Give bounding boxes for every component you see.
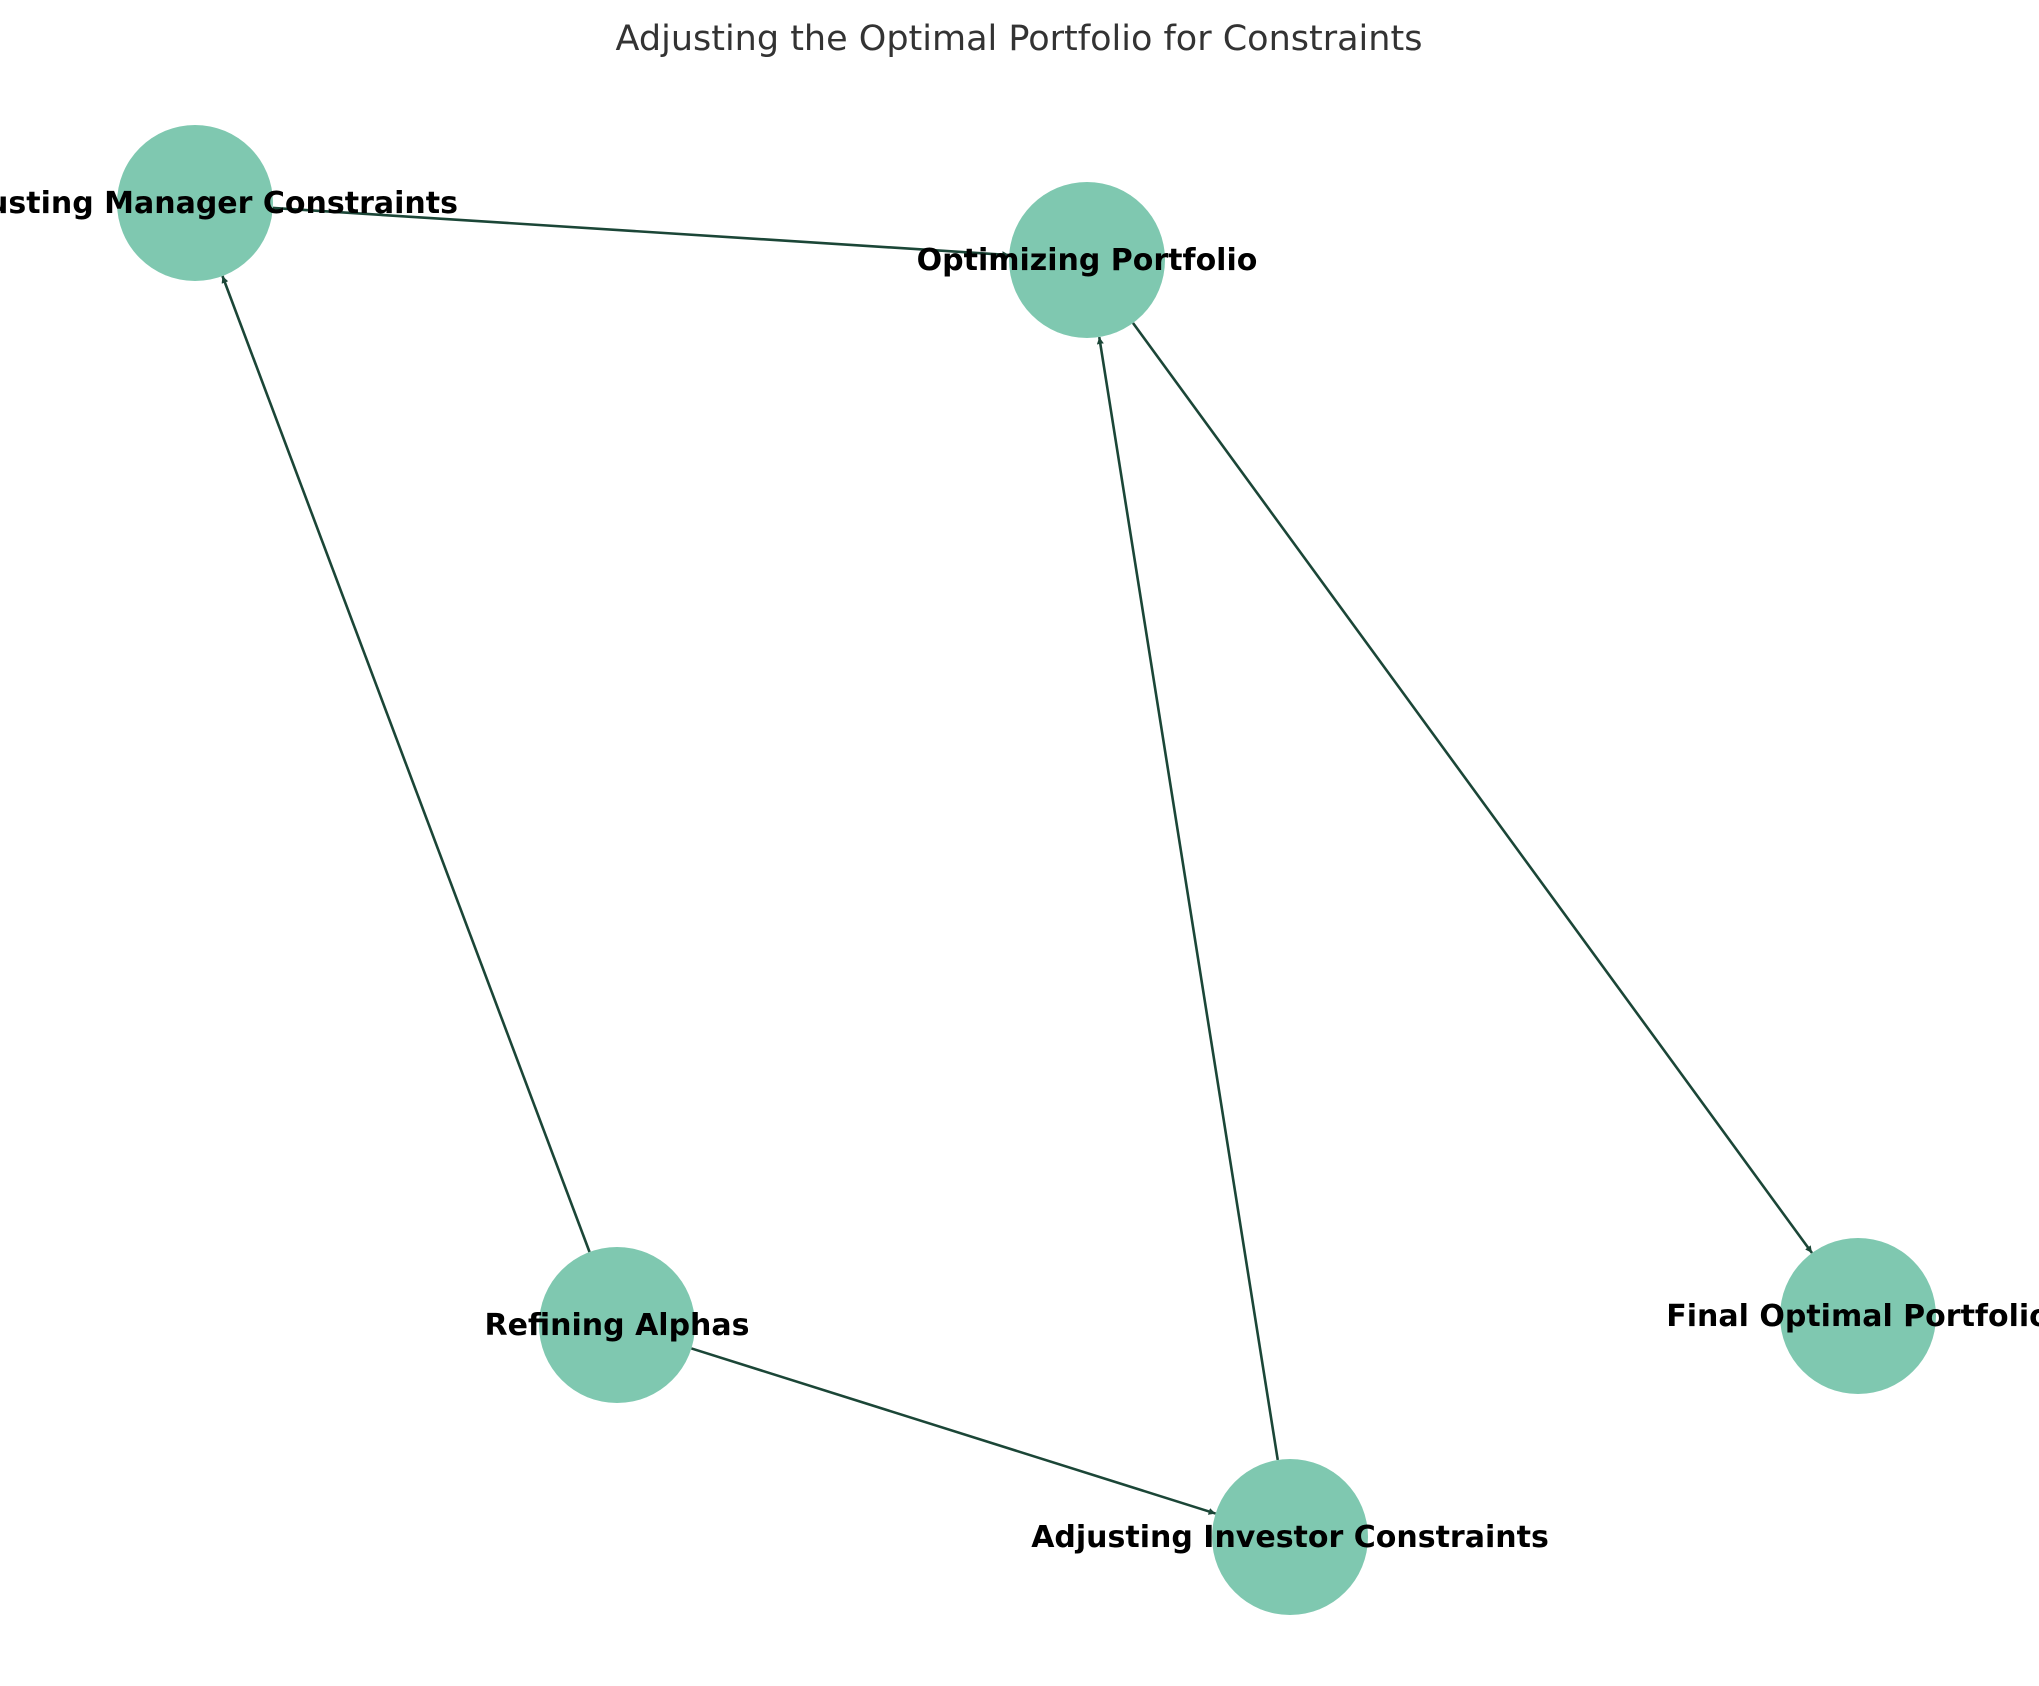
edges-layer <box>221 206 1814 1515</box>
diagram-title: Adjusting the Optimal Portfolio for Cons… <box>616 19 1423 59</box>
labels-layer: Adjusting Manager ConstraintsOptimizing … <box>0 186 2039 1555</box>
edge-refining-to-investor <box>691 1347 1216 1515</box>
node-label-investor: Adjusting Investor Constraints <box>1031 1520 1549 1555</box>
node-label-manager: Adjusting Manager Constraints <box>0 186 458 221</box>
node-label-refining: Refining Alphas <box>484 1308 749 1343</box>
node-final[interactable] <box>1780 1238 1936 1394</box>
nodes-layer <box>117 125 1936 1615</box>
node-label-final: Final Optimal Portfolio <box>1666 1299 2039 1334</box>
edge-manager-to-optimizing <box>272 206 1010 259</box>
edge-investor-to-optimizing <box>1096 336 1280 1461</box>
node-investor[interactable] <box>1212 1459 1368 1615</box>
node-refining[interactable] <box>539 1247 695 1403</box>
node-label-optimizing: Optimizing Portfolio <box>917 243 1258 278</box>
edge-optimizing-to-final <box>1131 322 1814 1254</box>
edge-refining-to-manager <box>221 275 591 1253</box>
node-optimizing[interactable] <box>1009 182 1165 338</box>
node-manager[interactable] <box>117 125 273 281</box>
